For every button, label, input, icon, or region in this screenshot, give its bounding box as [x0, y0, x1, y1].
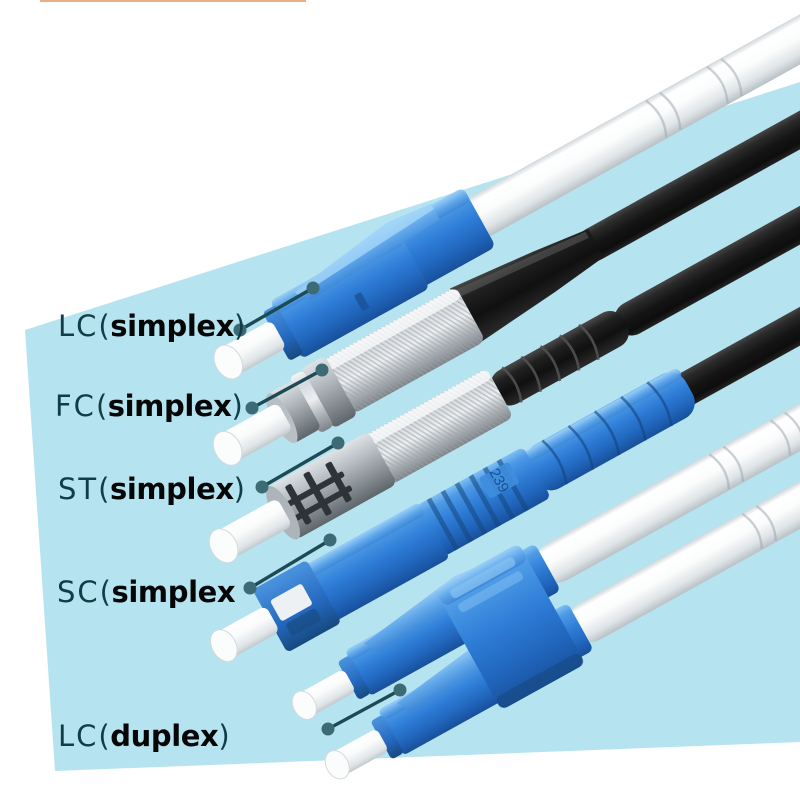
lc-simplex-strain-rings — [645, 58, 743, 138]
st-simplex-coupling-highlight — [366, 370, 491, 445]
label-lc-duplex-code: LC — [58, 719, 99, 753]
st-simplex-boot — [490, 311, 629, 406]
sc-simplex-cable — [669, 194, 800, 407]
label-lc-duplex-mode: duplex — [110, 719, 219, 753]
fc-simplex-boot — [449, 228, 604, 343]
label-st-simplex-code: ST — [58, 472, 99, 506]
lc-simplex-slot — [354, 292, 369, 311]
label-sc-simplex: SC(simplex — [57, 575, 236, 609]
lc-simplex-latch-highlight — [294, 203, 434, 297]
st-simplex-knurl — [366, 370, 512, 483]
label-lc-simplex-code: LC — [58, 309, 99, 343]
sc-simplex-shroud-slot — [286, 608, 321, 636]
fc-simplex-cable — [576, 20, 800, 262]
lc-duplex-upper-rings — [708, 411, 800, 490]
fc-simplex-boot-highlight — [455, 231, 589, 298]
label-lc-duplex-close-paren: ) — [218, 719, 231, 753]
lc-simplex-assembly — [213, 5, 800, 380]
label-lc-simplex-mode: simplex — [110, 309, 234, 343]
label-sc-simplex-code: SC — [57, 575, 100, 609]
lc-simplex-housing — [272, 232, 428, 357]
sc-simplex-housing-highlight — [305, 503, 424, 577]
label-lc-duplex: LC(duplex) — [58, 722, 230, 751]
st-simplex-assembly — [208, 109, 800, 564]
st-simplex-boot-ribs — [501, 323, 600, 403]
lc-simplex-dust-cap — [213, 344, 244, 380]
leader-lc-duplex — [321, 683, 407, 736]
fc-simplex-knurl — [325, 289, 483, 412]
label-lc-simplex: LC(simplex) — [58, 312, 246, 341]
leader-sc-simplex — [243, 533, 337, 595]
leader-st-simplex — [255, 436, 345, 494]
lc-simplex-flange — [263, 305, 303, 360]
label-fc-simplex: FC(simplex) — [55, 392, 243, 421]
leader-fc-simplex — [245, 363, 329, 415]
st-simplex-dust-cap — [208, 528, 239, 564]
label-fc-simplex-open-paren: ( — [95, 389, 108, 423]
leader-lines — [233, 281, 407, 736]
leader-lc-simplex — [233, 281, 320, 337]
lc-duplex-upper-flange — [338, 656, 370, 699]
lc-duplex-clip — [437, 545, 584, 709]
st-simplex-cable — [614, 109, 800, 336]
fc-simplex-body — [268, 381, 320, 442]
label-lc-duplex-open-paren: ( — [98, 719, 111, 753]
sc-simplex-dust-cap — [209, 629, 238, 663]
sc-simplex-window — [270, 584, 312, 621]
label-st-simplex: ST(simplex) — [58, 475, 245, 504]
label-st-simplex-close-paren: ) — [233, 472, 246, 506]
label-fc-simplex-close-paren: ) — [231, 389, 244, 423]
lc-duplex-assembly — [291, 357, 800, 780]
label-lc-simplex-open-paren: ( — [98, 309, 111, 343]
fc-simplex-dust-cap — [212, 430, 243, 466]
lc-simplex-cable — [460, 5, 800, 238]
sc-simplex-housing — [305, 503, 448, 621]
label-sc-simplex-mode: simplex — [111, 575, 236, 609]
sc-simplex-boot-ribs — [541, 381, 673, 485]
lc-duplex-lower-dust-cap — [324, 750, 350, 780]
label-fc-simplex-code: FC — [55, 389, 96, 423]
st-simplex-bayonet-slots — [285, 461, 353, 525]
lc-duplex-lower-rings — [741, 505, 778, 549]
sc-simplex-assembly: 239 — [209, 194, 800, 663]
top-rule — [40, 0, 306, 2]
label-lc-simplex-close-paren: ) — [233, 309, 246, 343]
label-fc-simplex-mode: simplex — [107, 389, 232, 423]
fc-simplex-barrel-highlight — [325, 289, 460, 370]
fc-simplex-assembly — [212, 20, 800, 466]
label-st-simplex-open-paren: ( — [98, 472, 110, 506]
lc-duplex-lower-flange — [371, 715, 403, 759]
label-sc-simplex-open-paren: ( — [99, 575, 112, 609]
lc-duplex-upper-dust-cap — [291, 690, 317, 720]
sc-simplex-boot-highlight — [522, 368, 682, 463]
fc-simplex-nut-b — [290, 371, 333, 432]
sc-simplex-marking-plate — [479, 462, 519, 499]
label-st-simplex-mode: simplex — [109, 472, 234, 506]
